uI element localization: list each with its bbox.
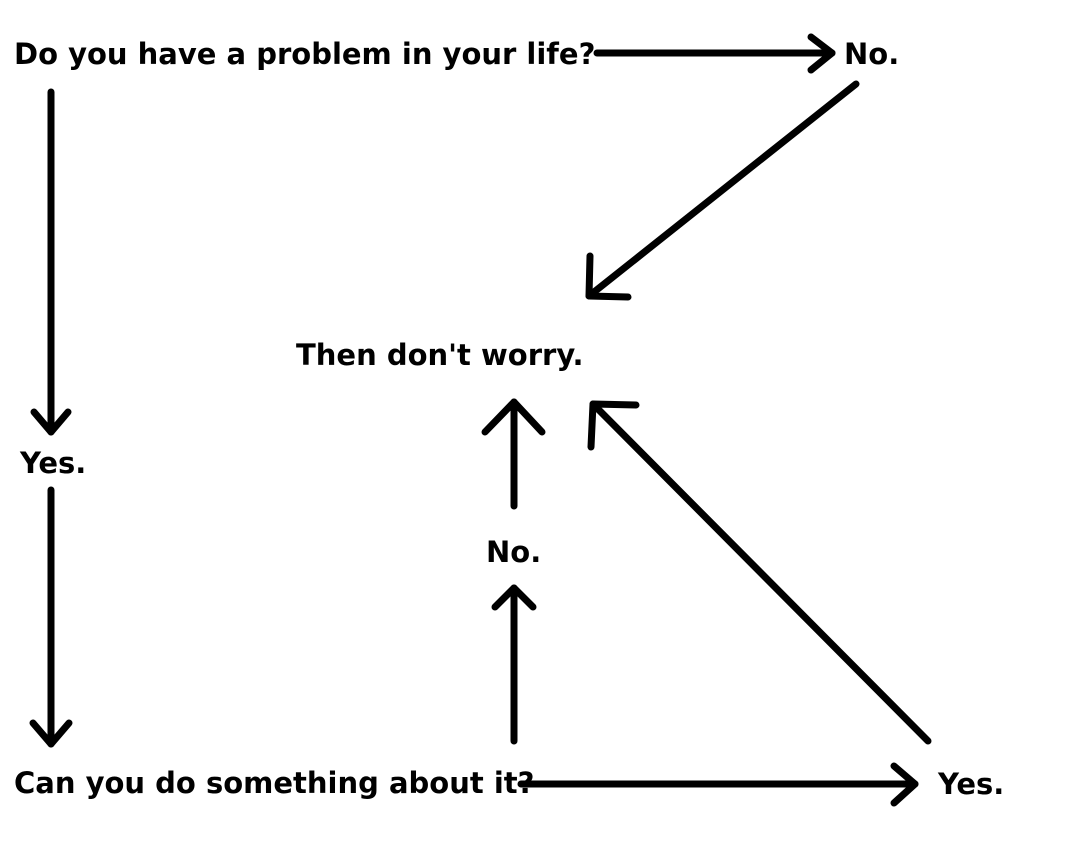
answer-no-label-2: No.: [486, 535, 542, 569]
arrow-question1-to-no: [593, 33, 836, 74]
answer-no-label: No.: [844, 37, 900, 71]
answer-yes-label-2: Yes.: [938, 767, 1005, 801]
arrow-yes-to-question2: [29, 486, 73, 748]
arrow-no-to-result: [585, 80, 860, 301]
question-problem-in-life: Do you have a problem in your life?: [14, 37, 596, 71]
arrow-no2-to-result: [481, 398, 546, 510]
arrow-question2-to-no: [491, 584, 537, 745]
arrow-question1-to-yes: [30, 88, 72, 436]
arrow-question2-to-yes: [517, 762, 919, 807]
result-dont-worry: Then don't worry.: [296, 338, 584, 372]
answer-yes-label: Yes.: [20, 446, 87, 480]
question-can-do-something: Can you do something about it?: [14, 766, 535, 800]
arrow-yes2-to-result: [587, 400, 932, 745]
